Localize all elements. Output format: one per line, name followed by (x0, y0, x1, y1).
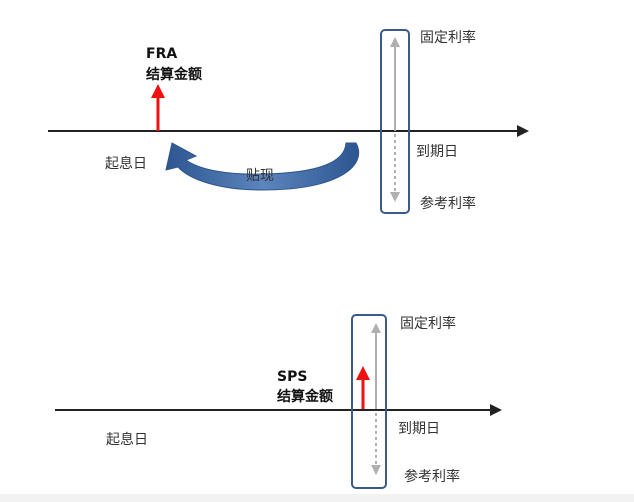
sps-maturity-label: 到期日 (398, 421, 440, 437)
fra-fixed-rate-label: 固定利率 (420, 29, 476, 46)
fra-settlement-arrow-head (151, 84, 165, 98)
fra-panel: FRA 结算金额 起息日 贴现 固定利率 到期日 参考利率 (48, 29, 529, 214)
fra-fixed-rate-arrowhead (390, 37, 400, 47)
sps-reference-rate-label: 参考利率 (404, 468, 460, 485)
sps-rate-box (351, 314, 387, 489)
sps-settlement-amount-label: 结算金额 (277, 388, 333, 405)
fra-reference-rate-label: 参考利率 (420, 195, 476, 212)
fra-title: FRA (146, 46, 177, 62)
sps-panel: SPS 结算金额 起息日 固定利率 到期日 参考利率 (55, 314, 502, 489)
fra-start-date-label: 起息日 (105, 155, 147, 172)
sps-title: SPS (277, 369, 307, 385)
fra-discount-curve-arrow (165, 142, 360, 191)
sps-settlement-arrow-head (356, 366, 370, 380)
fra-settlement-amount-label: 结算金额 (146, 66, 202, 83)
fra-rate-box (380, 29, 410, 214)
fra-maturity-label: 到期日 (416, 144, 458, 160)
fra-timeline-arrowhead (517, 125, 529, 137)
sps-reference-rate-arrowhead (371, 465, 381, 475)
bottom-strip (0, 494, 634, 502)
sps-fixed-rate-arrowhead (371, 323, 381, 333)
fra-discount-label: 贴现 (246, 168, 274, 184)
sps-fixed-rate-label: 固定利率 (400, 315, 456, 332)
sps-timeline-arrowhead (490, 404, 502, 416)
sps-start-date-label: 起息日 (106, 431, 148, 448)
fra-reference-rate-arrowhead (390, 192, 400, 202)
